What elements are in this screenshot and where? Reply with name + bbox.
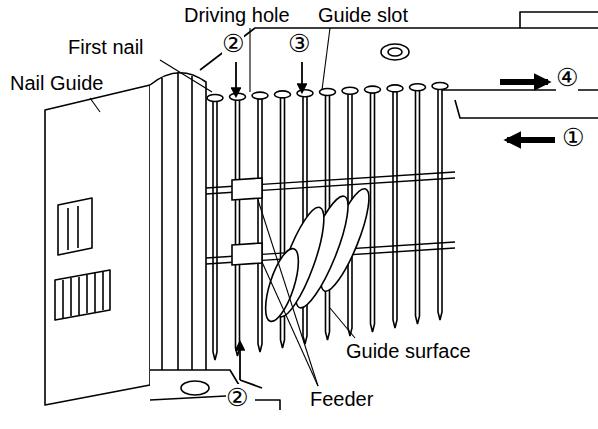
- arrow-left: [507, 137, 555, 143]
- column-lines: [162, 72, 192, 383]
- nail-guide-body: [45, 85, 150, 405]
- feeder-claw: [232, 178, 262, 200]
- top-plate-edge: [200, 28, 598, 70]
- nail: [230, 93, 246, 356]
- feeder: [232, 178, 262, 265]
- callout-number: ①: [562, 124, 584, 152]
- leader-line: [330, 308, 355, 338]
- nail-head: [365, 86, 381, 93]
- finger: [259, 245, 305, 325]
- part-label: Guide surface: [346, 340, 471, 362]
- motion-arrows: [236, 62, 555, 388]
- nail-head: [207, 95, 223, 102]
- nail-head: [387, 85, 403, 92]
- feeder-claw: [232, 243, 262, 265]
- leader-line: [249, 28, 250, 92]
- nail-head: [342, 87, 358, 94]
- window: [58, 198, 92, 255]
- housing: [45, 12, 598, 410]
- nail-head: [297, 90, 313, 97]
- plate-hole: [388, 48, 402, 56]
- nail-shank: [416, 89, 420, 324]
- window-detail: [68, 206, 78, 250]
- part-label: Driving hole: [184, 4, 290, 26]
- part-label: Nail Guide: [10, 72, 103, 94]
- hand: [259, 184, 378, 325]
- leader-line: [322, 28, 330, 90]
- top-plate-edge: [455, 100, 598, 118]
- nail-head: [432, 83, 448, 90]
- leader-line: [90, 98, 100, 112]
- nail-coil: [207, 83, 448, 361]
- nail: [207, 95, 223, 361]
- leader-line: [262, 262, 318, 386]
- arrow-down: [235, 62, 237, 96]
- nail-shank: [236, 99, 240, 356]
- arrow-down: [301, 62, 303, 92]
- plate-hole: [381, 44, 409, 60]
- nail-shank: [258, 98, 262, 352]
- part-label: Guide slot: [318, 4, 408, 26]
- arrow-up: [239, 342, 241, 380]
- grooves: [63, 272, 103, 318]
- callout-number: ④: [556, 64, 578, 92]
- nail-shank: [371, 92, 375, 332]
- nail-shank: [393, 90, 397, 328]
- bracket-hole: [181, 381, 209, 395]
- nail-head: [275, 91, 291, 98]
- nail: [410, 84, 426, 324]
- nail-head: [410, 84, 426, 91]
- arrow-right: [500, 79, 548, 85]
- nail: [387, 85, 403, 328]
- callout-number: ②: [222, 30, 244, 58]
- leader-line: [160, 60, 212, 92]
- grooves: [55, 270, 110, 320]
- leader-lines: [90, 28, 355, 386]
- part-label: First nail: [68, 36, 144, 58]
- part-label: Feeder: [310, 388, 373, 410]
- top-plate-edge: [520, 12, 598, 28]
- leader-line: [258, 200, 318, 386]
- callout-number: ②: [226, 384, 248, 412]
- nail-guide-column: [150, 73, 206, 385]
- nail-shank: [213, 100, 217, 360]
- nail-head: [230, 93, 246, 100]
- nail: [432, 83, 448, 321]
- callout-number: ③: [288, 30, 310, 58]
- nail-head: [252, 92, 268, 99]
- nail-shank: [438, 88, 442, 320]
- bracket-edge: [255, 400, 280, 410]
